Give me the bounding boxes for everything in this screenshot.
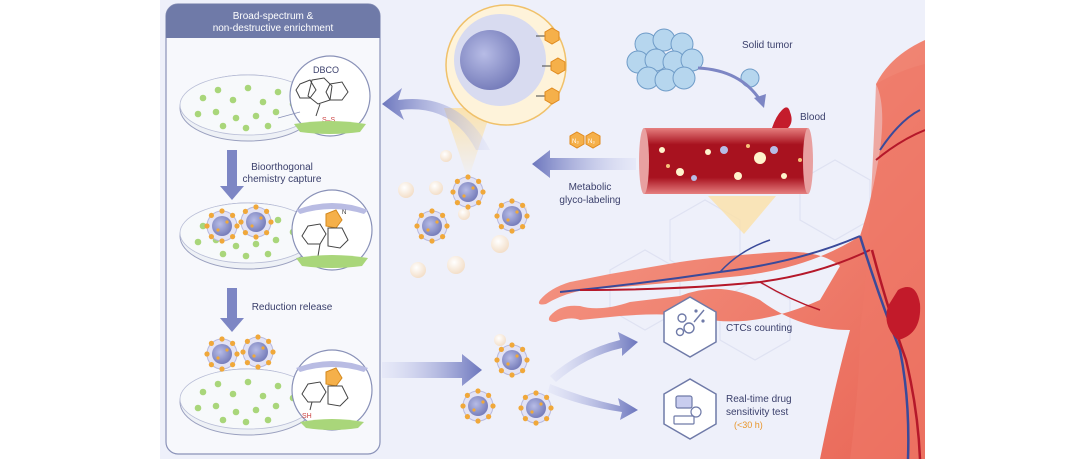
microscope-icon — [673, 395, 702, 425]
azide-label-2: N₃ — [588, 139, 595, 145]
arrow-to-counting — [550, 332, 638, 382]
capture-label-line2: chemistry capture — [243, 174, 322, 185]
zoom-cell-surface — [445, 4, 567, 126]
metabolic-label-line1: Metabolic — [569, 182, 612, 193]
azide-label-1: N₃ — [572, 139, 579, 145]
release-label: Reduction release — [252, 302, 333, 313]
percent-icon — [675, 309, 705, 337]
cone-vessel — [708, 196, 776, 234]
arrow-metabolic — [532, 150, 636, 178]
cell-cluster — [398, 150, 531, 278]
metabolic-label-line2: glyco-labeling — [559, 195, 620, 206]
blood-label: Blood — [800, 112, 826, 123]
drug-test-label-line1: Real-time drug — [726, 394, 792, 405]
drug-test-label-line2: sensitivity test — [726, 407, 788, 418]
released-cells — [459, 334, 555, 427]
arrow-down-2 — [220, 288, 244, 332]
arrow-to-drug-test — [548, 384, 638, 420]
ss-label: S–S — [322, 117, 336, 124]
solid-tumor — [626, 28, 760, 92]
arrow-panel-to-cells — [382, 354, 482, 386]
panel-title-line1: Broad-spectrum & — [233, 11, 314, 22]
dbco-label: DBCO — [313, 65, 339, 75]
human-body — [538, 40, 925, 459]
capture-label-line1: Bioorthogonal — [251, 162, 313, 173]
blood-vessel — [639, 107, 813, 194]
arrow-tumor-to-blood — [697, 66, 762, 101]
zoom-dbco: DBCO S–S — [289, 55, 371, 137]
drug-test-hexagon — [663, 378, 717, 440]
diagram-canvas: Broad-spectrum & non-destructive enrichm… — [160, 0, 925, 459]
zoom-release: SH — [291, 349, 373, 431]
panel-title-line2: non-destructive enrichment — [213, 23, 334, 34]
arrow-down-1 — [220, 150, 244, 200]
solid-tumor-label: Solid tumor — [742, 40, 793, 51]
ctcs-counting-label: CTCs counting — [726, 323, 792, 334]
zoom-capture: N — [291, 189, 373, 271]
n-label: N — [342, 210, 346, 216]
cone-zoom-cell — [444, 108, 492, 180]
sh-label: SH — [302, 413, 312, 420]
drug-test-time: (<30 h) — [734, 420, 763, 430]
arrow-to-enrichment — [382, 88, 490, 150]
counting-hexagon — [663, 296, 717, 358]
